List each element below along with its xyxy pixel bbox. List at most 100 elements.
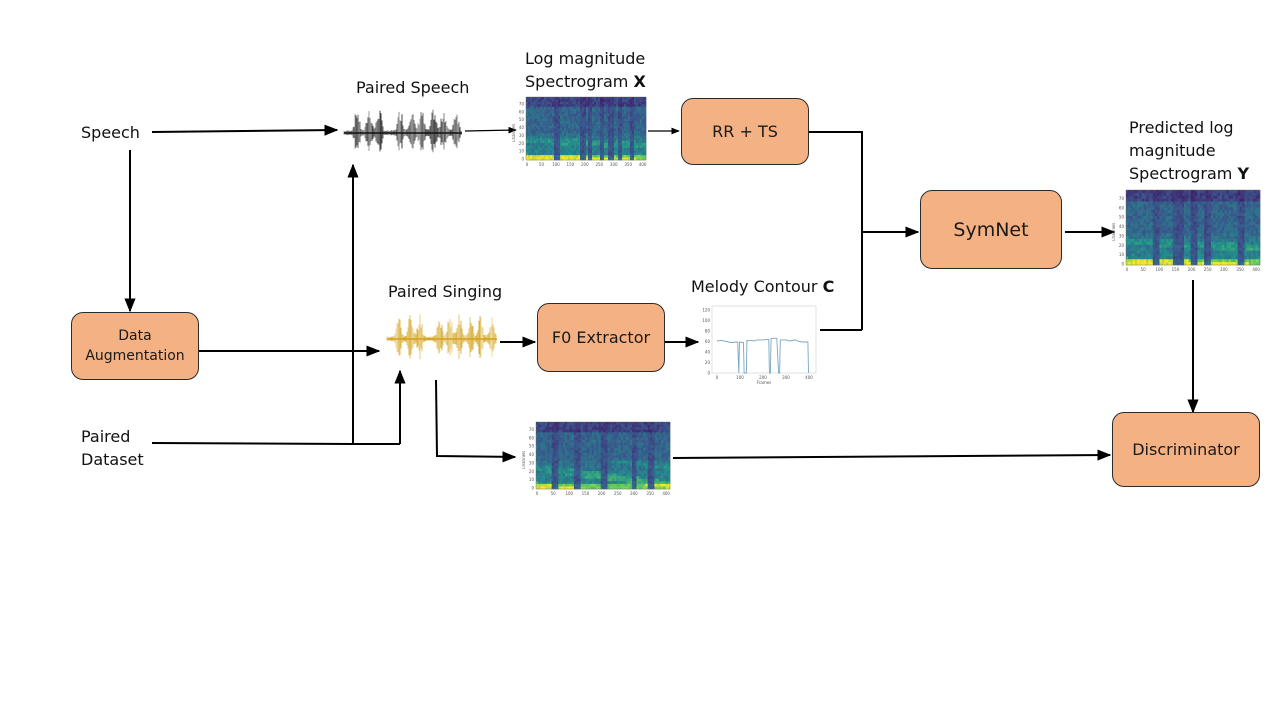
- spectrogram-cell: [1159, 239, 1163, 243]
- spectrogram-cell: [591, 440, 595, 443]
- spectrogram-cell: [638, 465, 642, 469]
- spectrogram-cell: [658, 470, 662, 474]
- spectrogram-cell: [1257, 239, 1261, 243]
- spectrogram-cell: [582, 424, 586, 428]
- spectrogram-cell: [623, 424, 626, 428]
- spectrogram-cell: [566, 118, 569, 122]
- spectrogram-cell: [1213, 207, 1216, 211]
- spectrogram-cell: [562, 447, 566, 451]
- spectrogram-cell: [608, 135, 611, 139]
- spectrogram-cell: [630, 111, 633, 115]
- spectrogram-cell: [532, 150, 535, 154]
- spectrogram-cell: [1197, 218, 1200, 223]
- spectrogram-cell: [526, 150, 529, 154]
- spectrogram-cell: [1168, 213, 1171, 217]
- spectrogram-cell: [547, 465, 550, 469]
- spectrogram-cell: [608, 128, 611, 132]
- spectrogram-cell: [542, 99, 545, 103]
- spectrogram-cell: [602, 130, 605, 134]
- spectrogram-cell: [586, 140, 589, 144]
- spectrogram-cell: [1246, 239, 1250, 243]
- discriminator-block[interactable]: Discriminator: [1112, 412, 1260, 487]
- spectrogram-cell: [562, 133, 565, 137]
- spectrogram-cell: [580, 155, 583, 158]
- spectrogram-cell: [1150, 259, 1154, 263]
- spectrogram-cell: [663, 434, 666, 438]
- spectrogram-cell: [1181, 250, 1185, 254]
- spectrogram-cell: [600, 116, 603, 120]
- spectrogram-cell: [580, 150, 583, 154]
- spectrogram-cell: [1137, 244, 1140, 248]
- spectrogram-cell: [566, 128, 569, 132]
- spectrogram-cell: [667, 442, 671, 446]
- spectrogram-cell: [632, 478, 635, 482]
- spectrogram-cell: [616, 97, 619, 100]
- spectrogram-cell: [603, 486, 606, 490]
- spectrogram-cell: [582, 434, 586, 438]
- spectrogram-cell: [609, 445, 613, 449]
- spectrogram-cell: [602, 157, 605, 161]
- spectrogram-cell: [1244, 262, 1247, 266]
- spectrogram-cell: [551, 424, 555, 428]
- spectrogram-cell: [568, 150, 571, 154]
- spectrogram-cell: [551, 478, 555, 482]
- spectrogram-cell: [1163, 230, 1167, 234]
- spectrogram-cell: [590, 116, 593, 120]
- spectrogram-cell: [553, 422, 557, 425]
- spectrogram-cell: [580, 447, 584, 451]
- x-tick-label: 0: [526, 162, 529, 167]
- spectrogram-cell: [1197, 204, 1200, 208]
- spectrogram-cell: [618, 101, 621, 105]
- spectrogram-cell: [1188, 190, 1192, 194]
- spectrogram-cell: [647, 481, 651, 485]
- spectrogram-cell: [644, 99, 647, 103]
- spectrogram-cell: [556, 126, 559, 129]
- spectrogram-cell: [544, 135, 547, 139]
- symnet-block[interactable]: SymNet: [920, 190, 1062, 269]
- spectrogram-cell: [596, 128, 599, 132]
- spectrogram-cell: [614, 458, 617, 461]
- spectrogram-cell: [598, 450, 602, 454]
- spectrogram-cell: [1244, 215, 1247, 220]
- spectrogram-cell: [626, 99, 629, 103]
- spectrogram-cell: [558, 434, 561, 438]
- spectrogram-cell: [1219, 244, 1223, 248]
- spectrogram-cell: [626, 157, 629, 161]
- spectrogram-cell: [1248, 247, 1252, 251]
- spectrogram-cell: [1184, 233, 1187, 237]
- spectrogram-cell: [540, 463, 543, 467]
- rr-ts-block[interactable]: RR + TS: [681, 98, 809, 165]
- spectrogram-cell: [560, 481, 564, 485]
- spectrogram-cell: [620, 437, 624, 441]
- spectrogram-cell: [608, 130, 611, 134]
- spectrogram-cell: [591, 452, 595, 456]
- spectrogram-cell: [630, 106, 633, 110]
- f0-extractor-block[interactable]: F0 Extractor: [537, 303, 665, 372]
- spectrogram-cell: [645, 458, 648, 461]
- spectrogram-cell: [544, 101, 547, 105]
- spectrogram-cell: [1134, 259, 1138, 263]
- spectrogram-cell: [634, 450, 637, 454]
- spectrogram-cell: [627, 442, 631, 446]
- data-augmentation-block[interactable]: Data Augmentation: [71, 312, 199, 380]
- spectrogram-cell: [569, 450, 573, 454]
- spectrogram-cell: [585, 447, 588, 451]
- spectrogram-cell: [629, 483, 633, 487]
- spectrogram-cell: [627, 452, 631, 456]
- spectrogram-cell: [592, 133, 595, 137]
- spectrogram-cell: [632, 463, 635, 467]
- spectrogram-cell: [649, 478, 653, 482]
- spectrogram-cell: [550, 118, 553, 122]
- spectrogram-cell: [600, 126, 603, 129]
- spectrogram-cell: [1208, 253, 1212, 257]
- spectrogram-cell: [1208, 236, 1212, 240]
- spectrogram-cell: [640, 478, 644, 482]
- spectrogram-cell: [1134, 247, 1138, 251]
- spectrogram-cell: [1222, 256, 1225, 260]
- spectrogram-cell: [612, 97, 615, 100]
- spectrogram-cell: [562, 128, 565, 132]
- spectrogram-cell: [610, 97, 613, 100]
- spectrogram-cell: [629, 427, 633, 431]
- spectrogram-cell: [560, 155, 563, 158]
- spectrogram-cell: [625, 486, 628, 490]
